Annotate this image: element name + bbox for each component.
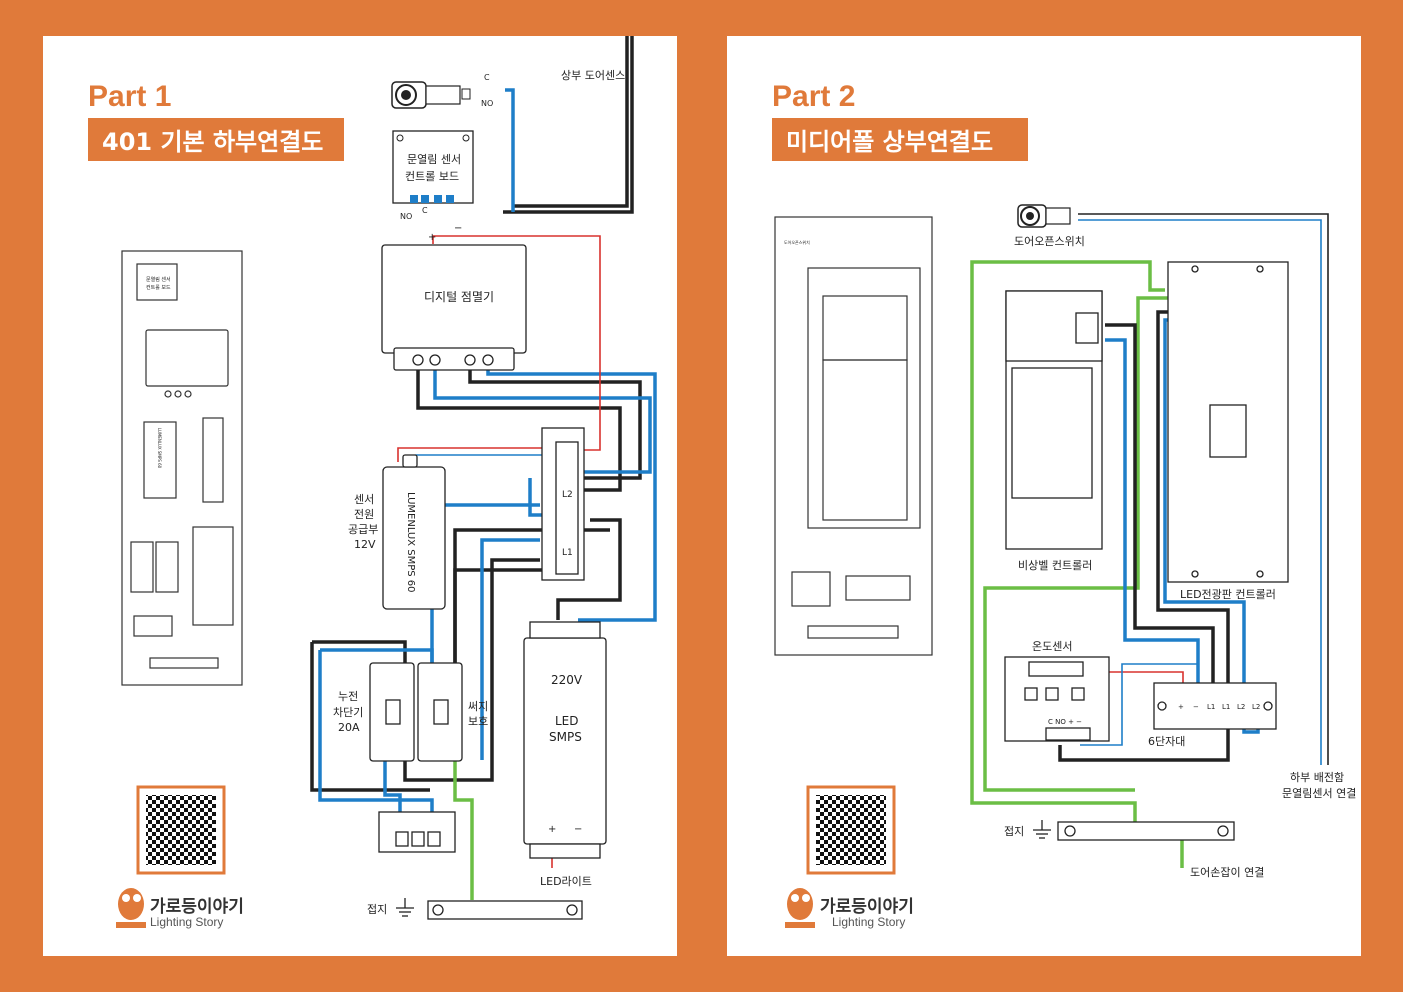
digital-blinker: [381, 244, 527, 371]
sensor-control-board: [392, 130, 474, 204]
led-smps-2: LED: [555, 714, 579, 728]
emergency-label: 비상벨 컨트롤러: [1018, 559, 1092, 572]
right-blue-wires: [1105, 318, 1260, 734]
temp-sensor-label: 온도센서: [1032, 640, 1072, 653]
board-term-c: C: [422, 206, 428, 215]
six-terminal-label: 6단자대: [1148, 735, 1185, 748]
temp-terms: C NO + −: [1048, 718, 1082, 726]
terminal-l1: L1: [562, 548, 573, 558]
six-term-plus: +: [1178, 703, 1184, 711]
board-term-no: NO: [400, 212, 412, 221]
left-qr-code: [146, 795, 216, 865]
blinker-label: 디지털 점멸기: [424, 290, 494, 304]
right-thin-wires: [1071, 213, 1329, 765]
right-ground-label: 접지: [1004, 825, 1024, 838]
left-brand-name: 가로등이야기: [150, 897, 244, 917]
left-ground-bar: [427, 900, 583, 920]
led-panel-label: LED전광판 컨트롤러: [1180, 588, 1276, 601]
mini-board-label-1: 문열림 센서: [146, 276, 171, 283]
right-owl-logo-icon: [785, 888, 815, 928]
door-handle-label: 도어손잡이 연결: [1190, 866, 1264, 879]
led-smps-3: SMPS: [549, 730, 582, 744]
sensor-board-label-2: 컨트롤 보드: [405, 170, 459, 183]
temperature-sensor: [1004, 656, 1110, 742]
left-term-c: C: [484, 73, 490, 82]
led-smps: [523, 621, 607, 859]
smps-side-3: 공급부: [348, 523, 378, 536]
smps-side-4: 12V: [354, 538, 376, 551]
right-brand-name: 가로등이야기: [820, 897, 914, 917]
door-switch-label: 도어오픈스위치: [1014, 235, 1085, 248]
right-black-wires: [1058, 310, 1230, 762]
emergency-controller: [1005, 290, 1103, 550]
breaker-label-3: 20A: [338, 721, 360, 734]
led-panel-controller: [1167, 261, 1289, 583]
six-term-l2b: L2: [1252, 703, 1260, 711]
lower-box-label-2: 문열림센서 연결: [1282, 787, 1356, 800]
six-terminal-block: [1153, 682, 1277, 730]
six-term-l2a: L2: [1237, 703, 1245, 711]
mini-board-label-2: 컨트롤 보드: [146, 284, 171, 291]
left-door-sensor-icon: [391, 81, 471, 109]
sensor-board-label-1: 문열림 센서: [407, 153, 461, 166]
left-green-wire: [453, 760, 474, 900]
breakers: [369, 662, 463, 762]
smps-side-1: 센서: [354, 493, 374, 506]
input-terminal: [378, 811, 456, 853]
right-ground-bar: [1057, 821, 1235, 841]
right-ground-icon: [1033, 820, 1051, 839]
six-term-l1a: L1: [1207, 703, 1215, 711]
left-part-label: Part 1: [88, 80, 172, 113]
left-term-no: NO: [481, 99, 493, 108]
left-owl-logo-icon: [116, 888, 146, 928]
right-title-banner: 미디어폴 상부연결도: [772, 118, 1028, 161]
left-title-banner: 401 기본 하부연결도: [88, 118, 344, 161]
board-minus: −: [454, 223, 462, 234]
surge-label-1: 써지: [468, 700, 488, 713]
smps-minus: −: [574, 824, 582, 835]
mini-panel-right: [774, 216, 933, 656]
blinker-plus: +: [428, 232, 436, 243]
six-term-l1b: L1: [1222, 703, 1230, 711]
right-qr-code: [816, 795, 886, 865]
surge-label-2: 보호: [468, 715, 488, 728]
right-brand-sub: Lighting Story: [832, 915, 906, 929]
mini-panel-left: [121, 250, 243, 686]
led-light-label: LED라이트: [540, 875, 592, 888]
breaker-label-2: 차단기: [333, 706, 363, 719]
left-ground-label: 접지: [367, 903, 387, 916]
left-ground-icon: [396, 898, 414, 917]
sensor-smps: [382, 454, 446, 610]
smps-side-2: 전원: [354, 508, 374, 521]
breaker-label-1: 누전: [338, 690, 358, 703]
mini-smps-label: LUMENLUX SMPS 60: [157, 428, 162, 469]
smps-plus: +: [548, 824, 556, 835]
right-qr-frame: [806, 785, 896, 875]
terminal-l2: L2: [562, 490, 573, 500]
top-door-sensor-label: 상부 도어센스: [561, 69, 625, 82]
right-part-label: Part 2: [772, 80, 856, 113]
door-open-switch-icon: [1017, 204, 1071, 228]
mini-door-switch: 도어오픈스위치: [784, 239, 810, 245]
left-terminal-block: [541, 427, 585, 581]
lower-box-label-1: 하부 배전함: [1290, 770, 1344, 784]
led-smps-1: 220V: [551, 673, 583, 687]
smps-box-label: LUMENLUX SMPS 60: [405, 492, 416, 593]
left-brand-sub: Lighting Story: [150, 915, 224, 929]
six-term-minus: −: [1193, 703, 1199, 711]
left-qr-frame: [136, 785, 226, 875]
